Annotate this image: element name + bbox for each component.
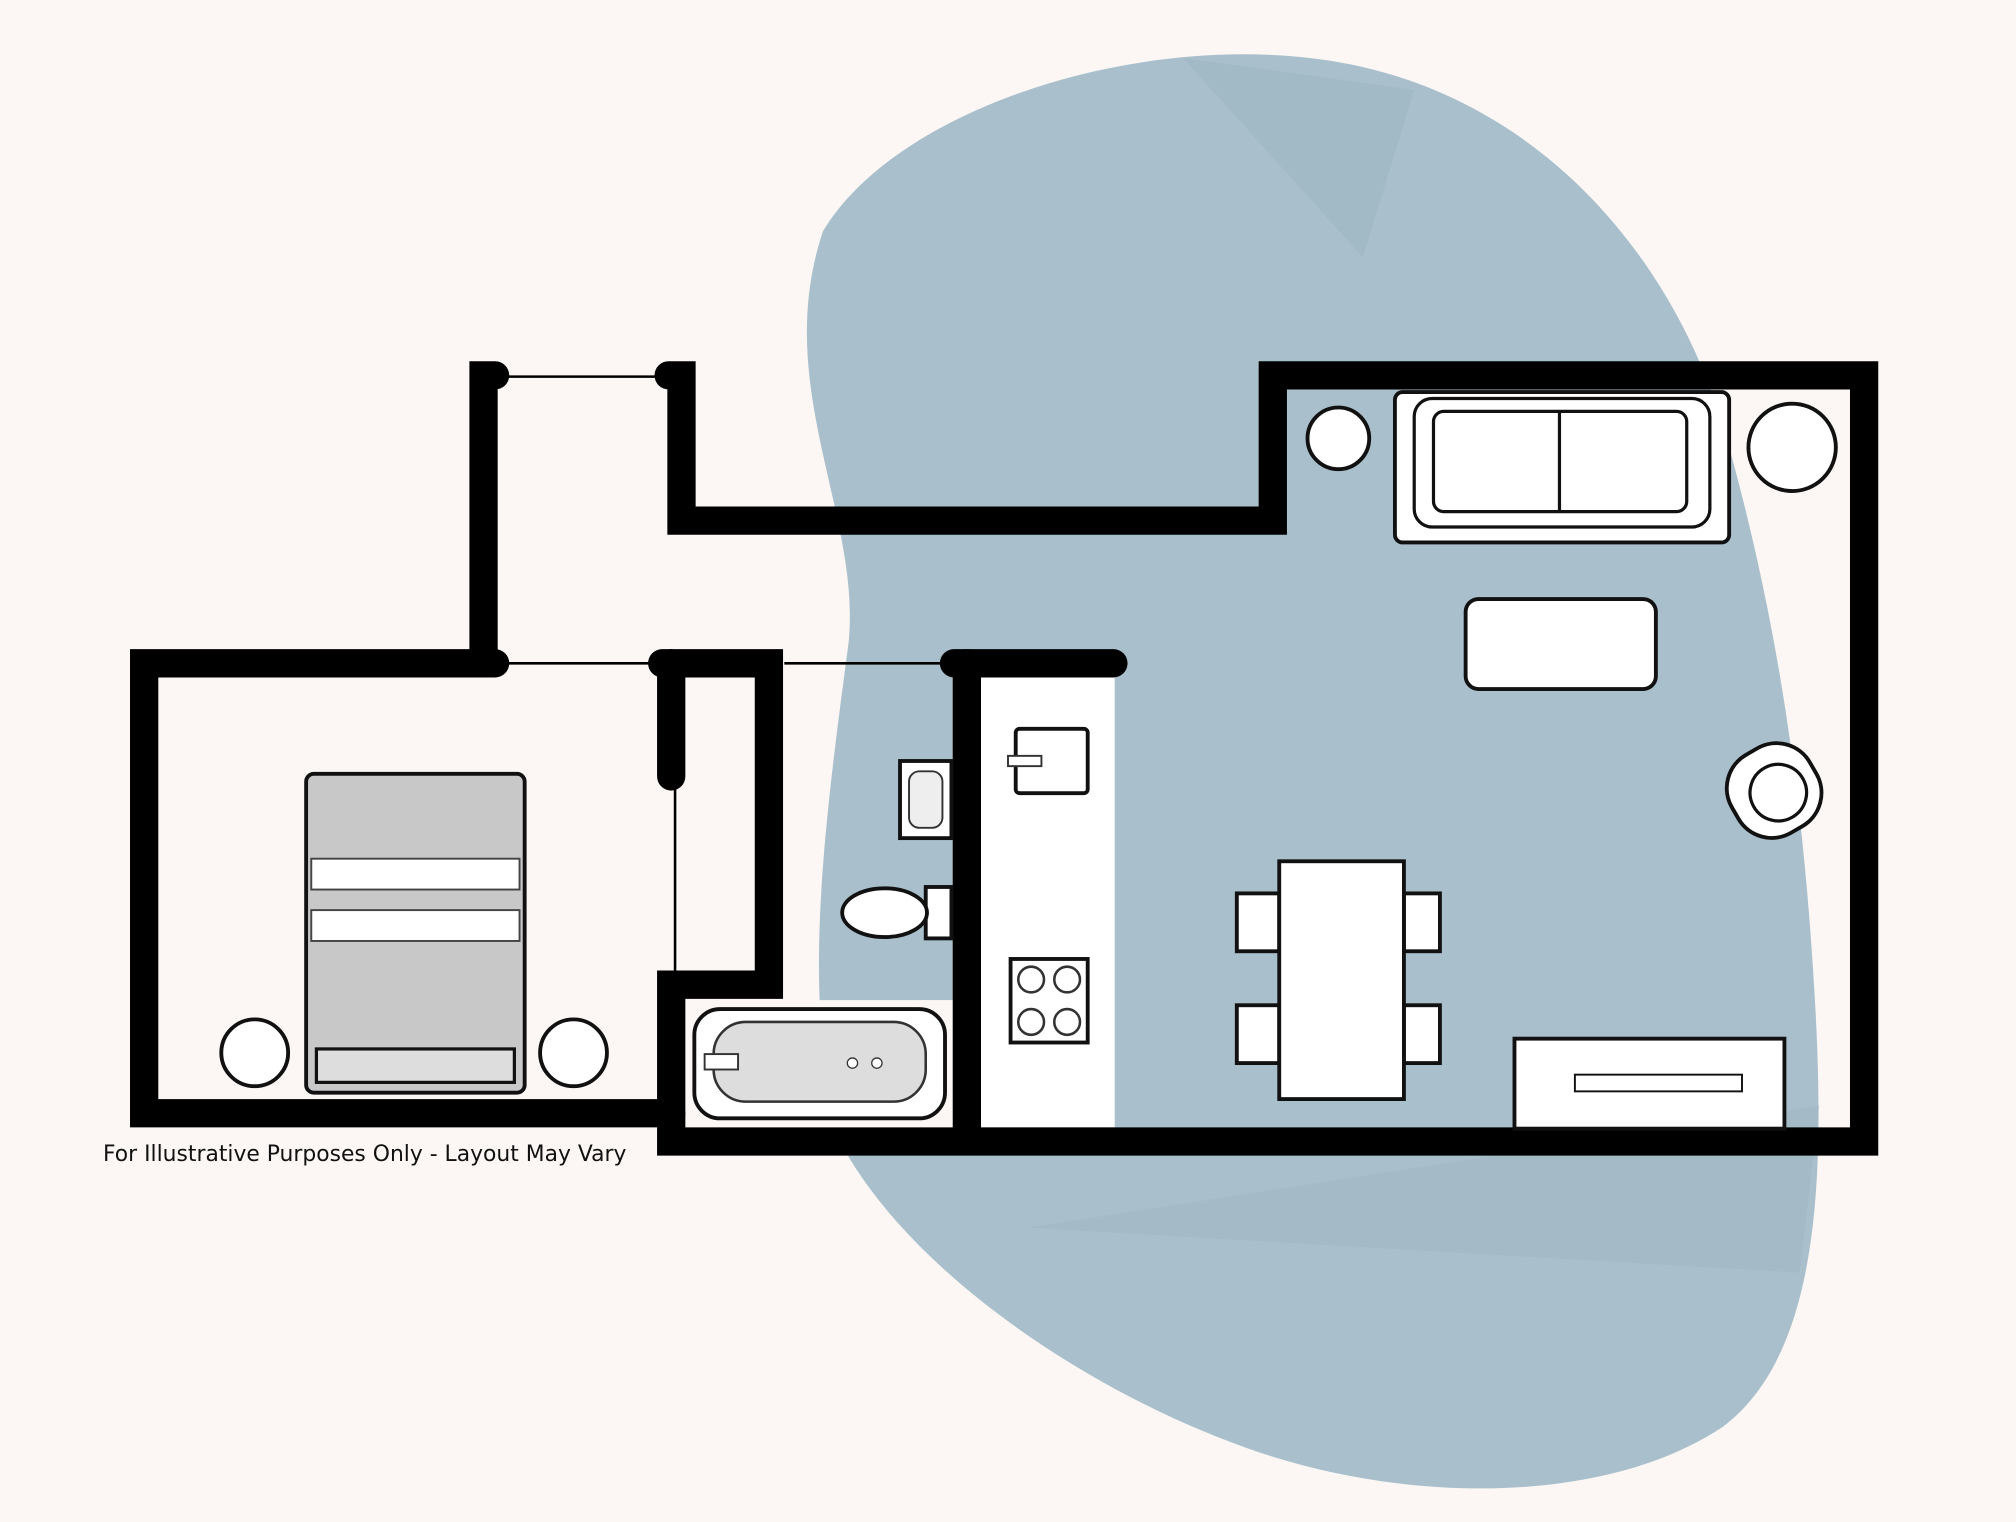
bathtub [692,1007,947,1121]
sofa [1392,390,1732,545]
nightstand [219,1017,291,1089]
tv-unit [1512,1036,1787,1131]
side-table [1746,401,1838,493]
side-table [1305,405,1372,472]
kitchen-sink [1007,726,1090,796]
dining-set [1234,859,1442,1102]
bed [304,771,527,1095]
armchair [1724,741,1824,840]
coffee-table [1463,597,1658,691]
toilet [840,885,954,941]
nightstand [538,1017,609,1089]
door-openings [495,375,955,977]
bathroom-sink [898,759,954,841]
stove [1008,957,1090,1045]
walls [130,361,1879,1156]
blob-shade [1182,57,1415,258]
disclaimer-caption: For Illustrative Purposes Only - Layout … [103,1142,626,1167]
